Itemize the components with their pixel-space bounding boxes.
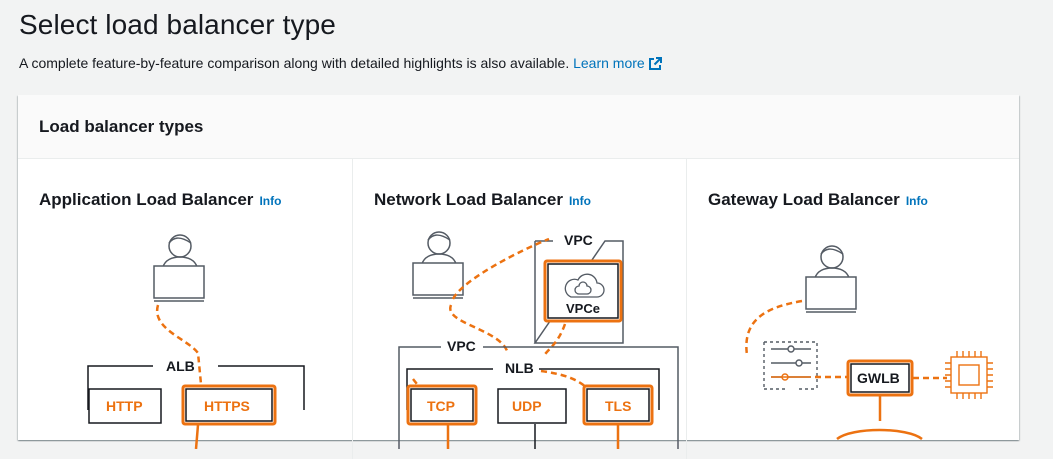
connector-dashed: [541, 323, 567, 358]
info-link[interactable]: Info: [259, 194, 282, 208]
vpc-top-label: VPC: [564, 232, 593, 248]
card-title-text: Network Load Balancer: [374, 190, 563, 209]
page-description-text: A complete feature-by-feature comparison…: [19, 55, 570, 71]
info-link[interactable]: Info: [568, 194, 591, 208]
learn-more-link[interactable]: Learn more: [573, 55, 662, 71]
user-icon: [153, 234, 205, 302]
http-box: [88, 388, 162, 424]
tls-label: TLS: [605, 398, 631, 414]
chip-icon: [945, 351, 993, 399]
container-header: Load balancer types: [18, 95, 1019, 159]
https-label: HTTPS: [204, 398, 250, 414]
udp-label: UDP: [512, 398, 542, 414]
card-title: Network Load Balancer Info: [374, 190, 591, 210]
tcp-label: TCP: [427, 398, 455, 414]
card-title: Gateway Load Balancer Info: [708, 190, 928, 210]
card-title-text: Application Load Balancer: [39, 190, 254, 209]
page-title: Select load balancer type: [19, 9, 336, 40]
info-link[interactable]: Info: [905, 194, 928, 208]
tcp-box: [406, 384, 478, 426]
alb-diagram: ALB HTTP HTTPS: [87, 234, 305, 449]
vpce-label: VPCe: [566, 301, 600, 316]
card-title: Application Load Balancer Info: [39, 190, 281, 210]
vpce-box: [543, 259, 623, 323]
https-box: [181, 384, 277, 426]
sliders-icon: [763, 341, 818, 390]
learn-more-label: Learn more: [573, 55, 645, 71]
alb-label: ALB: [166, 358, 195, 374]
gwlb-box: [846, 359, 914, 397]
alb-group-bracket: [87, 365, 305, 410]
card-gateway-load-balancer[interactable]: Gateway Load Balancer Info GWLB: [686, 159, 1020, 459]
page-description: A complete feature-by-feature comparison…: [19, 55, 662, 71]
user-icon: [412, 231, 464, 299]
connector-dashed: [540, 369, 589, 390]
connector-dashed: [451, 237, 550, 300]
vpc-bottom-frame: [398, 346, 679, 449]
card-title-text: Gateway Load Balancer: [708, 190, 900, 209]
connector-dashed: [745, 299, 803, 356]
container-title: Load balancer types: [39, 117, 204, 136]
tls-box: [582, 384, 654, 426]
vpc-bottom-label: VPC: [447, 338, 476, 354]
nlb-diagram: VPC VPCe VPC NLB TCP UDP TLS: [398, 231, 679, 449]
cloud-icon: [564, 273, 605, 298]
nlb-label: NLB: [505, 360, 534, 376]
card-application-load-balancer[interactable]: Application Load Balancer Info ALB HTTP H…: [18, 159, 351, 459]
gwlb-label: GWLB: [857, 370, 900, 386]
gwlb-diagram: GWLB: [745, 245, 993, 441]
load-balancer-types-container: Load balancer types Application Load Bal…: [18, 95, 1019, 459]
udp-box: [497, 388, 567, 424]
card-network-load-balancer[interactable]: Network Load Balancer Info VPC VPCe: [352, 159, 686, 459]
user-icon: [805, 245, 857, 313]
http-label: HTTP: [106, 398, 143, 414]
external-link-icon: [648, 57, 662, 70]
